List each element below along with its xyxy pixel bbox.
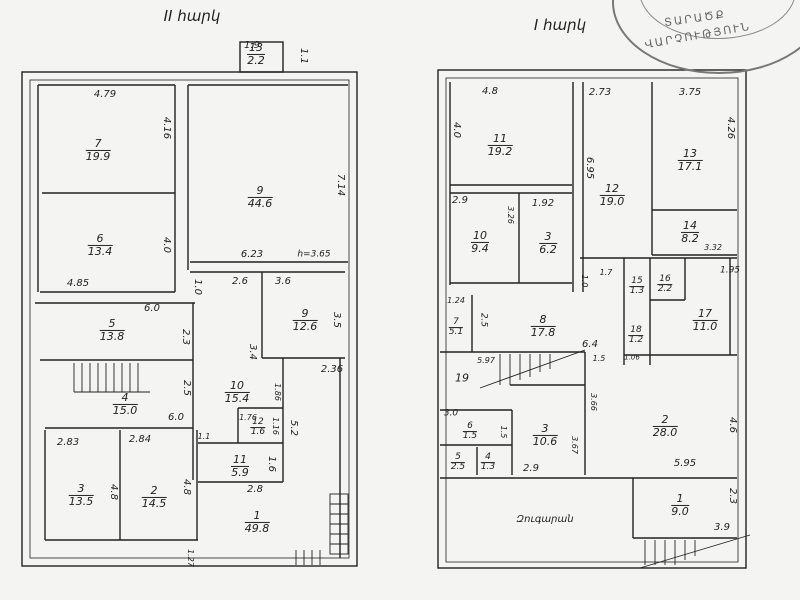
dimension: 2.8	[247, 484, 263, 495]
dimension: 2.5	[478, 312, 489, 328]
dimension: 7.14	[335, 173, 346, 197]
dimension: 1.92	[531, 198, 555, 209]
dimension: 4.6	[727, 417, 738, 433]
dimension: 3.0	[443, 408, 459, 419]
dimension: 6.23	[240, 249, 264, 260]
dimension: 4.8	[482, 86, 498, 97]
dimension: 1.5	[592, 354, 606, 363]
dimension: 5.2	[288, 420, 299, 436]
first-floor-title: I հարկ	[533, 16, 587, 34]
dimension: 5.95	[673, 458, 697, 469]
dimension: 3.75	[678, 87, 702, 98]
dimension: 1.27	[186, 549, 195, 567]
dimension: h=3.65	[297, 249, 331, 260]
dimension: 4.16	[161, 116, 172, 140]
second-floor-walls	[21, 41, 358, 567]
dimension: 1.1	[298, 48, 309, 64]
dimension: 1.95	[719, 265, 741, 276]
dimension: 1.1	[197, 432, 211, 441]
dimension: 4.0	[161, 237, 172, 253]
yard-label: Զուգարան	[516, 514, 574, 525]
dimension: 6.0	[168, 412, 184, 423]
first-floor-walls	[437, 69, 751, 569]
dimension: 2.73	[588, 87, 612, 98]
dimension: 1.76	[239, 413, 257, 422]
dimension: 4.8	[181, 479, 192, 495]
dimension: 1.24	[447, 296, 465, 305]
dimension: 2.83	[56, 437, 80, 448]
dimension: 3.67	[570, 436, 579, 454]
dimension: 1.0	[192, 279, 203, 295]
dimension: 1.5	[499, 425, 508, 439]
dimension: 2.36	[320, 364, 344, 375]
dimension: 6.95	[584, 156, 595, 180]
dimension: 1.06	[624, 353, 640, 362]
dimension: 2.3	[180, 329, 191, 345]
dimension: 3.9	[714, 522, 730, 533]
dimension: 4.79	[93, 89, 117, 100]
dimension: 4.0	[451, 122, 462, 138]
dimension: 2.84	[128, 434, 152, 445]
second-floor-title: II հարկ	[163, 7, 221, 25]
dimension: 4.26	[725, 116, 736, 140]
dimension: 1.86	[273, 383, 282, 401]
dimension: 1.7	[599, 268, 613, 277]
dimension: 3.32	[704, 243, 722, 252]
dimension: 3.6	[275, 276, 291, 287]
dimension: 2.9	[452, 195, 468, 206]
dimension: 3.66	[589, 393, 598, 411]
dimension: 3.26	[506, 206, 515, 224]
dimension: 4.85	[66, 278, 90, 289]
dimension: 1.0	[580, 274, 589, 288]
room-19-label: 19	[455, 371, 469, 385]
dimension: 6.0	[144, 303, 160, 314]
dimension: 3.4	[247, 344, 258, 360]
dimension: 1.9	[244, 40, 260, 51]
dimension: 1.16	[271, 417, 280, 435]
dimension: 6.4	[582, 339, 598, 350]
dimension: 4.8	[108, 484, 119, 500]
dimension: 2.9	[523, 463, 539, 474]
dimension: 5.97	[477, 356, 495, 365]
dimension: 3.5	[331, 312, 342, 328]
dimension: 2.6	[232, 276, 248, 287]
dimension: 2.3	[727, 488, 738, 504]
dimension: 2.5	[181, 380, 192, 396]
dimension: 1.6	[266, 456, 277, 472]
